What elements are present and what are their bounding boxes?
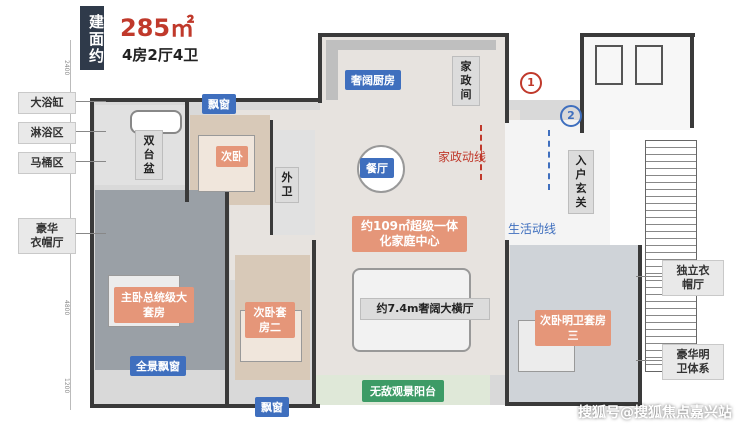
second-bedroom-label: 次卧 <box>216 146 248 167</box>
left-label-shower: 淋浴区 <box>18 122 76 144</box>
layout-value: 4房2厅4卫 <box>122 46 199 64</box>
stairs-icon <box>645 140 697 372</box>
suite-two-label: 次卧套房二 <box>245 302 295 338</box>
marker-two: 2 <box>560 105 582 127</box>
callout-line <box>76 101 106 102</box>
floor-plan: 1 2 奢阔厨房 飘窗 双台盆 次卧 外卫 餐厅 家政间 家政动线 入户玄关 生… <box>90 30 715 420</box>
wall <box>270 120 273 235</box>
left-label-closet: 豪华 衣帽厅 <box>18 218 76 254</box>
wall <box>638 245 642 405</box>
left-label-bathtub: 大浴缸 <box>18 92 76 114</box>
living-path-label: 生活动线 <box>508 222 557 236</box>
bay-window-bottom-label: 飘窗 <box>255 397 289 417</box>
callout-line <box>76 131 106 132</box>
wall <box>505 402 640 406</box>
wall <box>225 190 229 405</box>
wall <box>318 33 322 103</box>
wall <box>312 240 316 405</box>
living-hall-label: 约7.4m奢阔大横厅 <box>360 298 490 320</box>
dimension-label: 2400 <box>63 60 70 76</box>
outer-bath-label: 外卫 <box>275 167 299 203</box>
wall <box>185 102 189 202</box>
wall <box>505 240 509 405</box>
right-label-closet: 独立衣 帽厅 <box>662 260 724 296</box>
living-path-line <box>548 130 552 190</box>
wall <box>90 98 94 408</box>
suite-three-label: 次卧明卫套房三 <box>535 310 611 346</box>
page-title: 建面约 <box>80 6 105 70</box>
elevator-icon <box>595 45 623 85</box>
wall <box>580 33 695 37</box>
service-room-label: 家政间 <box>452 56 480 106</box>
wall <box>690 33 694 128</box>
dining-label: 餐厅 <box>360 158 394 178</box>
service-path-label: 家政动线 <box>438 150 487 164</box>
callout-line <box>636 360 662 361</box>
wall <box>90 404 320 408</box>
marker-one: 1 <box>520 72 542 94</box>
dimension-label: 4800 <box>63 300 70 316</box>
kitchen-label: 奢阔厨房 <box>345 70 401 90</box>
dimension-label: 1200 <box>63 378 70 394</box>
area-value: 285㎡ <box>120 14 195 42</box>
callout-line <box>76 161 106 162</box>
kitchen-counter-icon <box>326 40 338 100</box>
panorama-window-label: 全景飘窗 <box>130 356 186 376</box>
callout-line <box>636 276 662 277</box>
wall <box>505 33 509 123</box>
double-basin-label: 双台盆 <box>135 130 163 180</box>
watermark: 搜狐号@搜狐焦点嘉兴站 <box>578 405 732 421</box>
kitchen-counter-icon <box>326 40 496 50</box>
family-center-label: 约109㎡超级一体化家庭中心 <box>352 216 467 252</box>
right-label-bath: 豪华明 卫体系 <box>662 344 724 380</box>
wall <box>580 33 584 133</box>
balcony-label: 无敌观景阳台 <box>362 380 444 402</box>
elevator-icon <box>635 45 663 85</box>
master-suite-label: 主卧总统级大套房 <box>114 287 194 323</box>
entry-label: 入户玄关 <box>568 150 594 214</box>
service-path-line <box>480 125 485 180</box>
left-label-toilet: 马桶区 <box>18 152 76 174</box>
callout-line <box>76 233 106 234</box>
wall <box>318 33 508 37</box>
bay-window-top-label: 飘窗 <box>202 94 236 114</box>
